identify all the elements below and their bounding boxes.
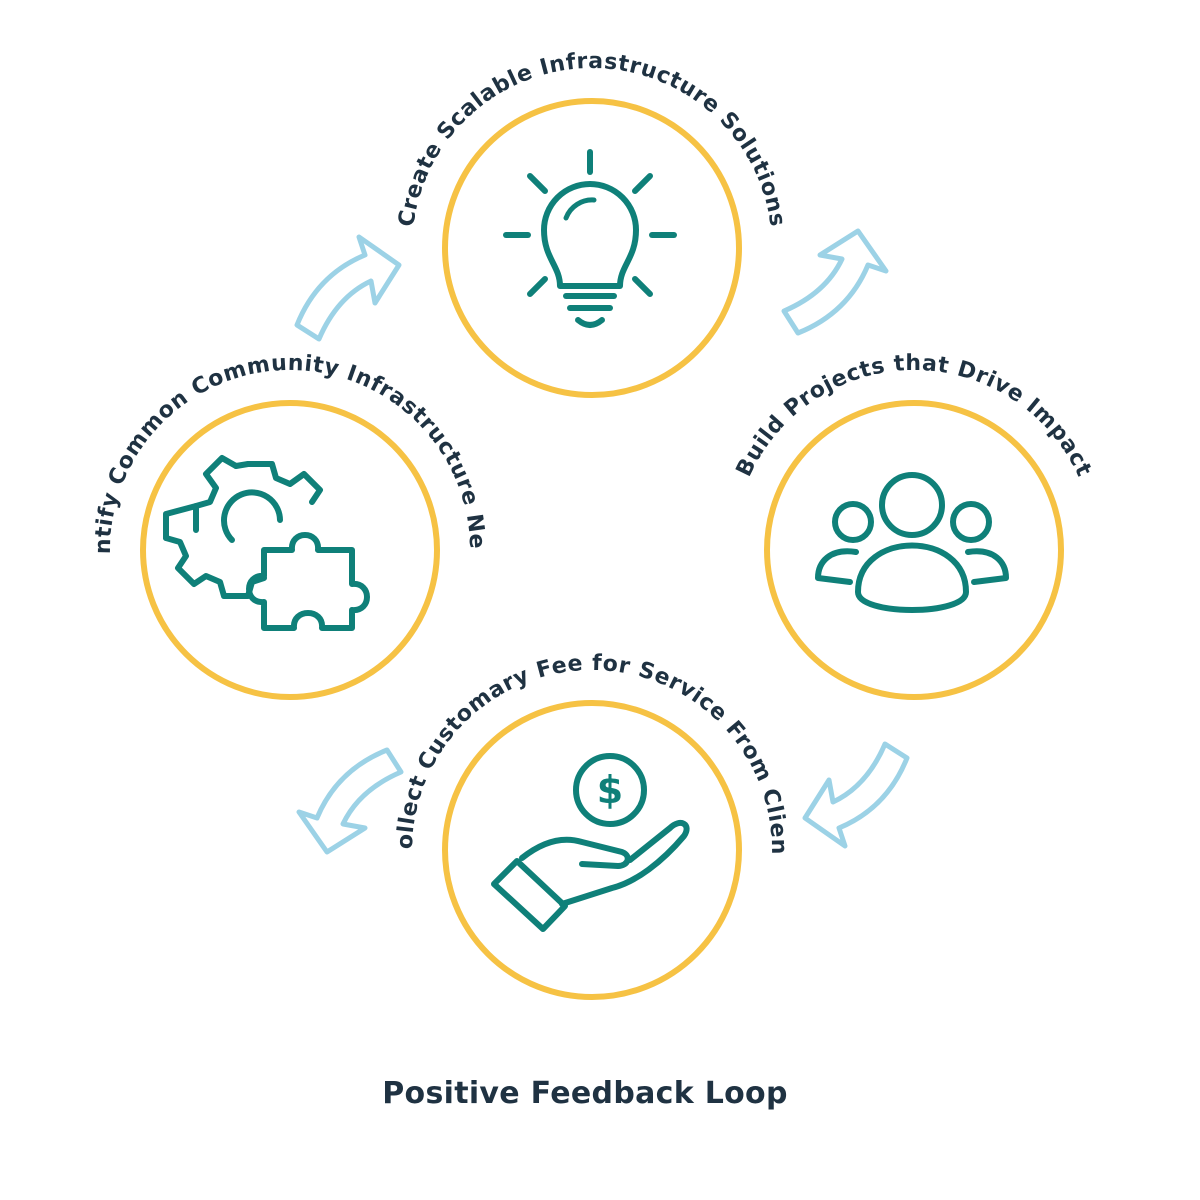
lightbulb-icon [503, 149, 677, 328]
flow-arrow-down-left-icon [805, 744, 907, 846]
step-ring-top [442, 98, 742, 398]
dollar-symbol: $ [597, 768, 623, 812]
people-group-icon [815, 472, 1009, 613]
diagram-title: Positive Feedback Loop [382, 1076, 788, 1111]
flow-arrow-up-left-icon [299, 750, 401, 852]
step-label-right: Build Projects that Drive Impact [732, 351, 1096, 481]
gears-puzzle-icon [163, 455, 370, 631]
step-ring-right [764, 400, 1064, 700]
hand-holding-dollar-icon: $ [491, 753, 690, 932]
step-ring-bottom [442, 700, 742, 1000]
flow-arrow-down-right-icon [784, 231, 886, 333]
step-ring-left [140, 400, 440, 700]
dollar-coin-icon [573, 753, 647, 827]
flow-arrow-up-right-icon [297, 237, 399, 339]
